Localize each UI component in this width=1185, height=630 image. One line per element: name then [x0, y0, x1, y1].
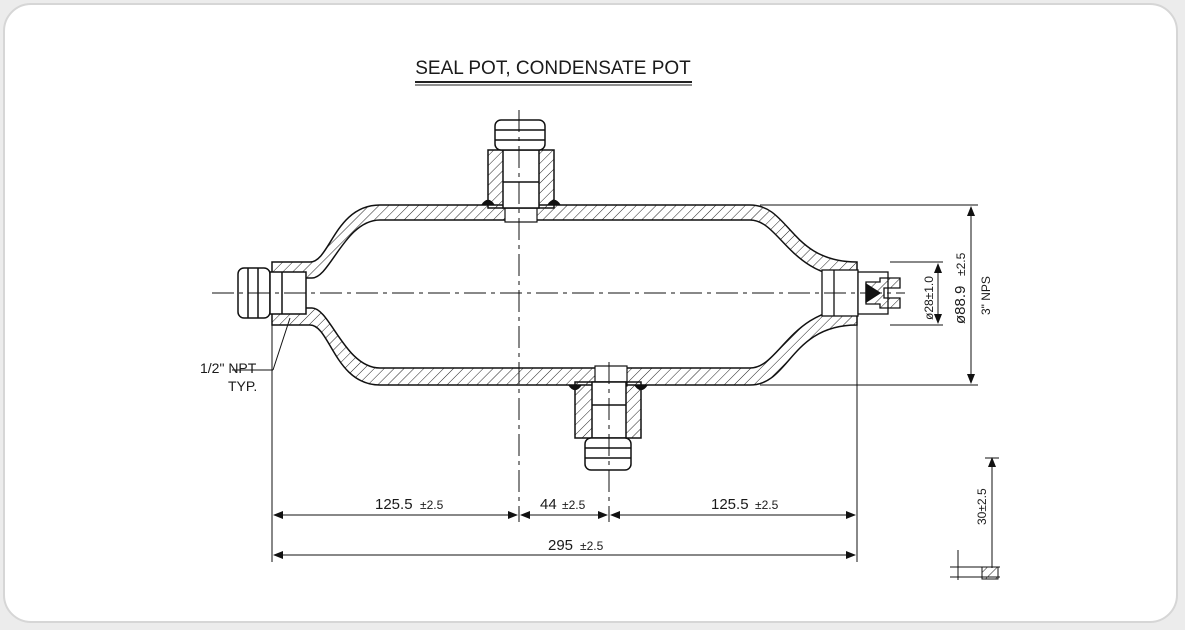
dim-outer-diameter-tol: ±2.5 [954, 252, 968, 276]
dim-overall-value: 295 [548, 537, 573, 554]
dim-outer-diameter: ø88.9 [952, 286, 969, 324]
vessel-wall [271, 204, 858, 386]
pipe-size-label: 3" NPS [979, 276, 993, 315]
dim-left-tol: ±2.5 [420, 498, 444, 512]
top-nozzle [481, 119, 561, 209]
bottom-nozzle [568, 381, 648, 471]
dim-mid-value: 44 [540, 496, 557, 513]
drawing-title: SEAL POT, CONDENSATE POT [415, 58, 691, 79]
dim-mid-tol: ±2.5 [562, 498, 586, 512]
dim-left-value: 125.5 [375, 496, 413, 513]
dim-right-value: 125.5 [711, 496, 749, 513]
stand-detail [950, 457, 1000, 580]
extension-lines [271, 204, 978, 562]
note-leader [272, 317, 291, 371]
thread-note-line2: TYP. [228, 378, 257, 394]
dimension-lines [273, 206, 975, 559]
drawing-frame [3, 3, 1178, 623]
thread-note-line1: 1/2" NPT [200, 360, 257, 376]
dim-overall-tol: ±2.5 [580, 539, 604, 553]
dim-right-tol: ±2.5 [755, 498, 779, 512]
dim-inner-diameter: ø28±1.0 [922, 276, 936, 320]
dim-stand-height: 30±2.5 [975, 488, 989, 525]
